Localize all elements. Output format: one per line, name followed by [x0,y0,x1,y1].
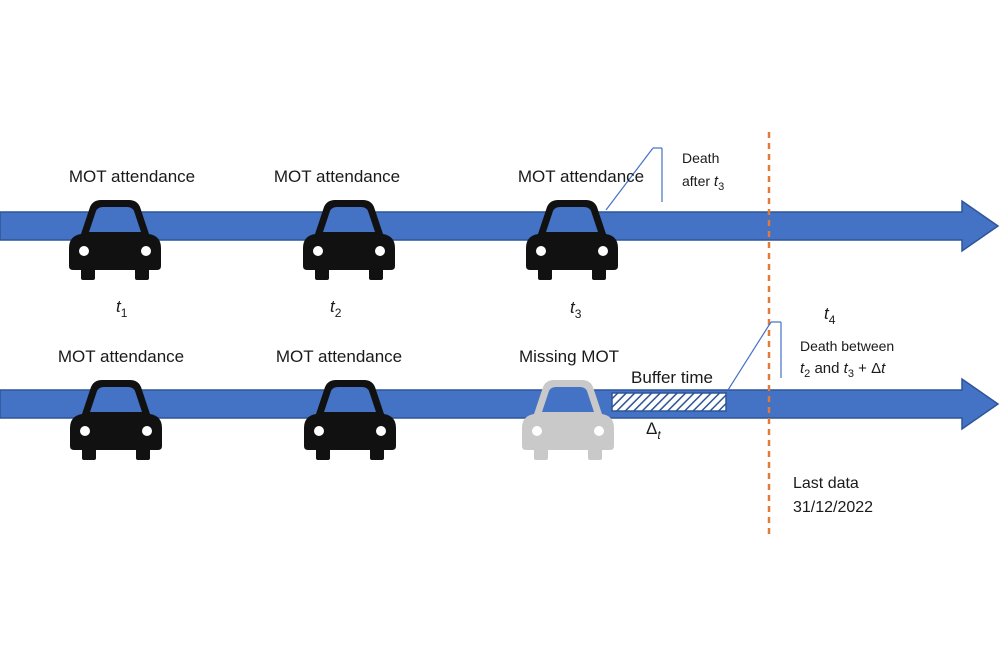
last-data-label: Last data [793,475,859,492]
callout-top-line2: after t3 [682,173,724,193]
callout-top-line1: Death [682,150,719,166]
callout-bottom-line1: Death between [800,338,894,354]
timeline-arrow-bottom [0,377,1000,431]
buffer-time-label: Buffer time [631,368,713,387]
label-bottom-2: MOT attendance [276,347,402,366]
car-top-1-icon [69,200,161,280]
time-point-t3: t3 [570,298,582,321]
callout-bottom-connector [727,321,782,391]
timeline-arrow-top [0,199,1000,253]
car-top-2-icon [303,200,395,280]
label-bottom-3: Missing MOT [519,347,619,366]
last-data-date: 31/12/2022 [793,499,873,516]
car-top-3-icon [526,200,618,280]
car-bottom-1-icon [70,380,162,460]
time-point-t2: t2 [330,297,342,320]
label-top-1: MOT attendance [69,167,195,186]
callout-bottom-line2: t2 and t3 + Δt [800,360,886,380]
car-bottom-2-icon [304,380,396,460]
time-point-t4: t4 [824,304,836,327]
label-bottom-1: MOT attendance [58,347,184,366]
buffer-time-box [611,392,727,412]
car-missing-icon [522,380,614,460]
delta-t-label: Δt [646,419,661,442]
time-point-t1: t1 [116,297,128,320]
label-top-3: MOT attendance [518,167,644,186]
label-top-2: MOT attendance [274,167,400,186]
callout-top-connector [605,147,663,211]
